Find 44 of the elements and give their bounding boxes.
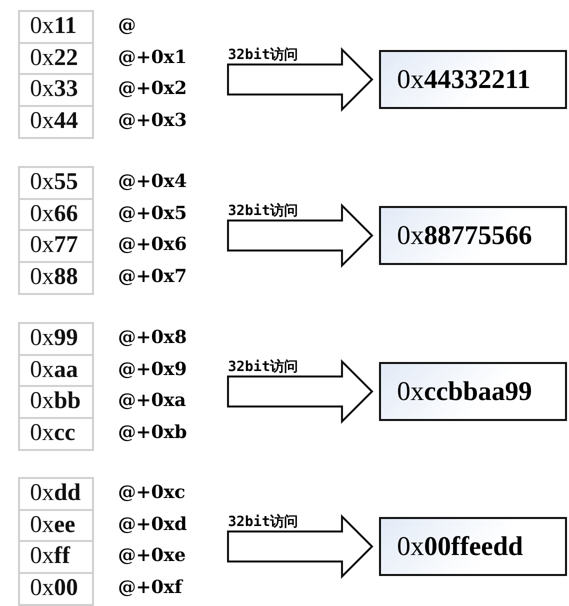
memory-cell: 0xaa (18, 354, 94, 388)
address-label: @+0xa (118, 389, 186, 414)
edge-label: 32bit访问 (228, 514, 298, 530)
address-label: @+0xe (118, 544, 186, 568)
address-label: @+0x3 (118, 109, 187, 134)
edge-label: 32bit访问 (228, 202, 298, 218)
memory-cell: 0x77 (18, 229, 94, 264)
address-label: @+0x1 (118, 46, 187, 70)
memory-cell: 0x44 (18, 105, 94, 139)
memory-cell: 0x88 (18, 261, 94, 295)
address-label: @+0x9 (118, 358, 187, 382)
address-label: @+0xb (118, 421, 187, 446)
memory-cell: 0x00 (18, 572, 94, 606)
address-label: @+0x8 (118, 326, 187, 350)
result-box: 0xccbbaa99 (379, 362, 567, 421)
block-arrow (227, 203, 374, 268)
address-label: @+0xc (118, 481, 186, 505)
block-arrow (227, 514, 374, 579)
edge-label: 32bit访问 (228, 46, 298, 62)
address-label: @+0x2 (118, 77, 187, 102)
memory-cell: 0x55 (18, 166, 94, 200)
memory-cell: 0xdd (18, 477, 94, 511)
block-arrow (227, 47, 374, 112)
memory-cell: 0x66 (18, 198, 94, 232)
memory-cell: 0x33 (18, 73, 94, 108)
address-label: @+0x5 (118, 202, 187, 226)
address-label: @+0x4 (118, 170, 187, 194)
memory-cell: 0xee (18, 508, 94, 542)
address-label: @+0x7 (118, 265, 187, 290)
address-label: @+0x6 (118, 233, 187, 258)
address-label: @+0xf (118, 576, 182, 600)
address-label: @ (118, 14, 136, 38)
memory-cell: 0xcc (18, 417, 94, 451)
result-box: 0x44332211 (379, 50, 567, 109)
result-box: 0x88775566 (379, 206, 567, 265)
memory-cell: 0xbb (18, 385, 94, 420)
memory-cell: 0xff (18, 540, 94, 574)
memory-cell: 0x22 (18, 42, 94, 76)
memory-cell: 0x99 (18, 322, 94, 356)
address-label: @+0xd (118, 512, 187, 537)
memory-cell: 0x11 (18, 10, 94, 44)
result-box: 0x00ffeedd (379, 517, 567, 576)
block-arrow (227, 359, 374, 424)
edge-label: 32bit访问 (228, 358, 298, 374)
